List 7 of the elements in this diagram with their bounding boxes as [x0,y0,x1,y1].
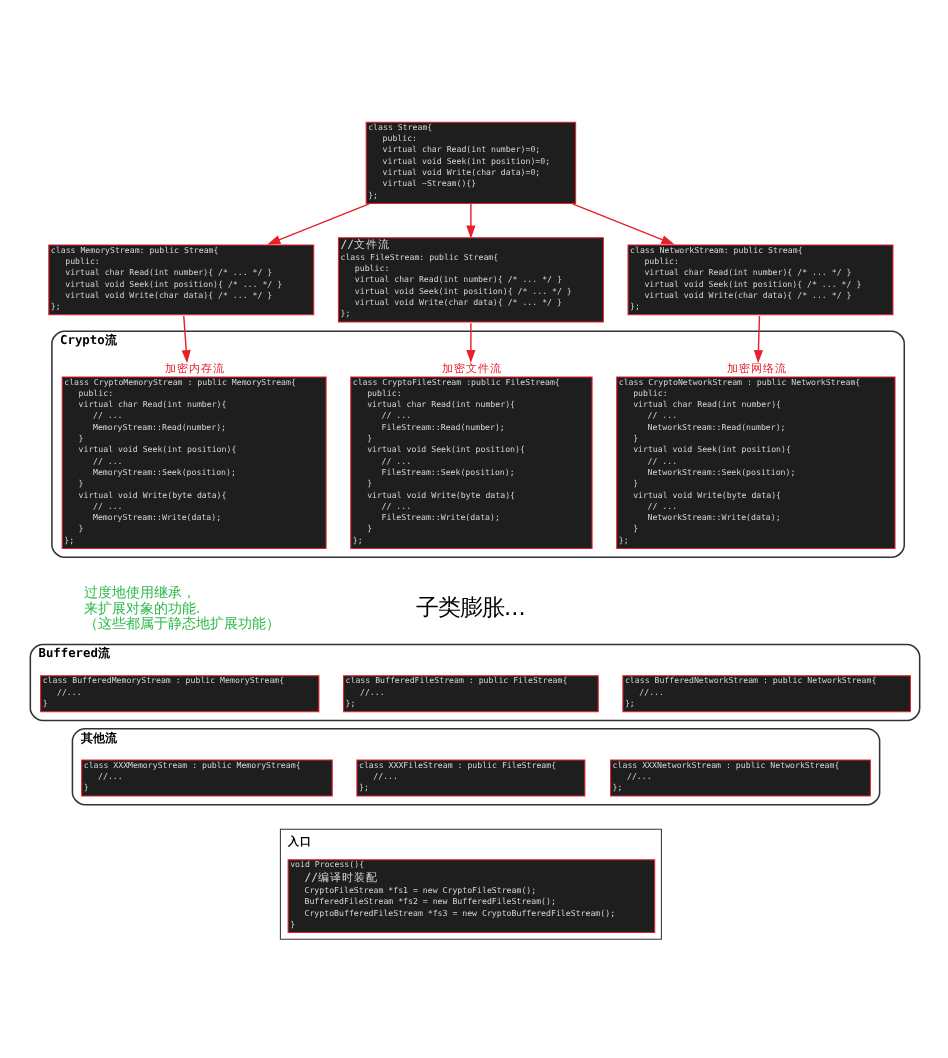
arrow [465,202,475,238]
arrow [180,314,190,363]
label: 子类膨胀... [415,593,525,620]
arrow [465,321,475,363]
arrow [570,202,674,244]
arrow [752,314,763,363]
arrow [266,202,369,244]
